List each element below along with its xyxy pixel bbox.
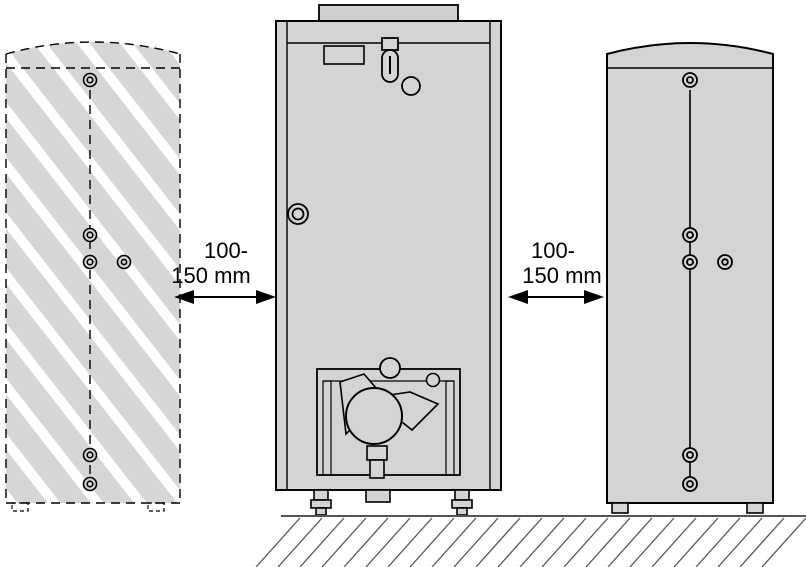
storage-tank <box>606 42 774 514</box>
right-gap-label-line2: 150 mm <box>522 263 601 288</box>
floor-hatch-line <box>607 517 653 567</box>
floor-hatch-line <box>563 517 609 567</box>
boiler-top-cap <box>318 4 459 22</box>
upper-pipe-icon <box>379 357 401 379</box>
floor-hatch-line <box>387 517 433 567</box>
side-connection-icon <box>287 203 309 225</box>
boiler-label-plate <box>323 45 365 65</box>
floor-hatch-line <box>277 517 323 567</box>
floor-hatch-line <box>519 517 565 567</box>
drain-valve <box>369 459 385 479</box>
boiler-unit <box>275 4 502 516</box>
floor-hatch-line <box>409 517 455 567</box>
small-port-icon <box>425 372 441 388</box>
floor-hatch-line <box>343 517 389 567</box>
lower-valve <box>366 445 388 461</box>
floor-hatch-line <box>431 517 477 567</box>
right-arrowhead-left <box>508 290 528 304</box>
left-gap-label-line2: 150 mm <box>171 263 250 288</box>
floor-hatch-line <box>255 517 301 567</box>
gauge-icon <box>381 37 421 96</box>
left-connection-icons <box>82 72 132 492</box>
floor-hatch-line <box>695 517 741 567</box>
floor-hatch-line <box>321 517 367 567</box>
floor-hatch-line <box>585 517 631 567</box>
optional-storage-tank <box>5 41 181 512</box>
floor-hatch-line <box>717 517 763 567</box>
right-clearance-dimension: 100- 150 mm <box>508 238 604 304</box>
floor-hatch-line <box>651 517 697 567</box>
floor-hatch-line <box>761 517 806 567</box>
floor-hatch-line <box>365 517 411 567</box>
left-gap-label-line1: 100- <box>204 238 248 263</box>
floor-hatch-line <box>475 517 521 567</box>
boiler-feet <box>310 489 473 516</box>
floor-hatch-line <box>629 517 675 567</box>
floor-hatch-line <box>739 517 785 567</box>
right-connection-icons <box>682 72 733 492</box>
right-feet <box>611 502 764 514</box>
floor-hatch-line <box>453 517 499 567</box>
left-feet <box>11 502 165 512</box>
floor-hatch-line <box>541 517 587 567</box>
left-arrowhead-right <box>256 290 276 304</box>
floor <box>255 515 806 567</box>
pump-motor-icon <box>345 387 403 445</box>
right-gap-label-line1: 100- <box>531 238 575 263</box>
floor-hatch-line <box>299 517 345 567</box>
floor-hatch-line <box>673 517 719 567</box>
left-arrowhead-left <box>174 290 194 304</box>
left-clearance-dimension: 100- 150 mm <box>171 238 276 304</box>
floor-hatch-line <box>497 517 543 567</box>
right-arrowhead-right <box>584 290 604 304</box>
drain-outlet <box>365 489 391 503</box>
